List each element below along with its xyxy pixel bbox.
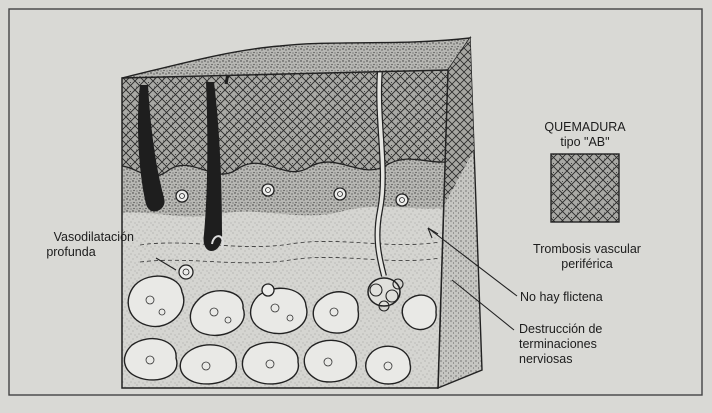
label-vasodilatacion-line2: profunda — [8, 245, 134, 260]
label-vasodilatacion: Vasodilatación profunda — [8, 230, 134, 260]
label-destruccion-line1: Destrucción de — [519, 322, 602, 337]
label-flictena: No hay flictena — [520, 290, 603, 305]
legend-swatch — [551, 154, 619, 222]
label-quemadura-line1: QUEMADURA — [530, 120, 640, 135]
label-destruccion-line2: terminaciones — [519, 337, 602, 352]
label-vasodilatacion-line1: Vasodilatación — [8, 230, 134, 245]
label-trombosis: Trombosis vascular periférica — [526, 242, 648, 272]
label-destruccion-line3: nerviosas — [519, 352, 602, 367]
label-trombosis-line2: periférica — [526, 257, 648, 272]
label-trombosis-line1: Trombosis vascular — [526, 242, 648, 257]
label-quemadura-line2: tipo "AB" — [530, 135, 640, 150]
label-quemadura: QUEMADURA tipo "AB" — [530, 120, 640, 150]
label-destruccion: Destrucción de terminaciones nerviosas — [519, 322, 602, 367]
